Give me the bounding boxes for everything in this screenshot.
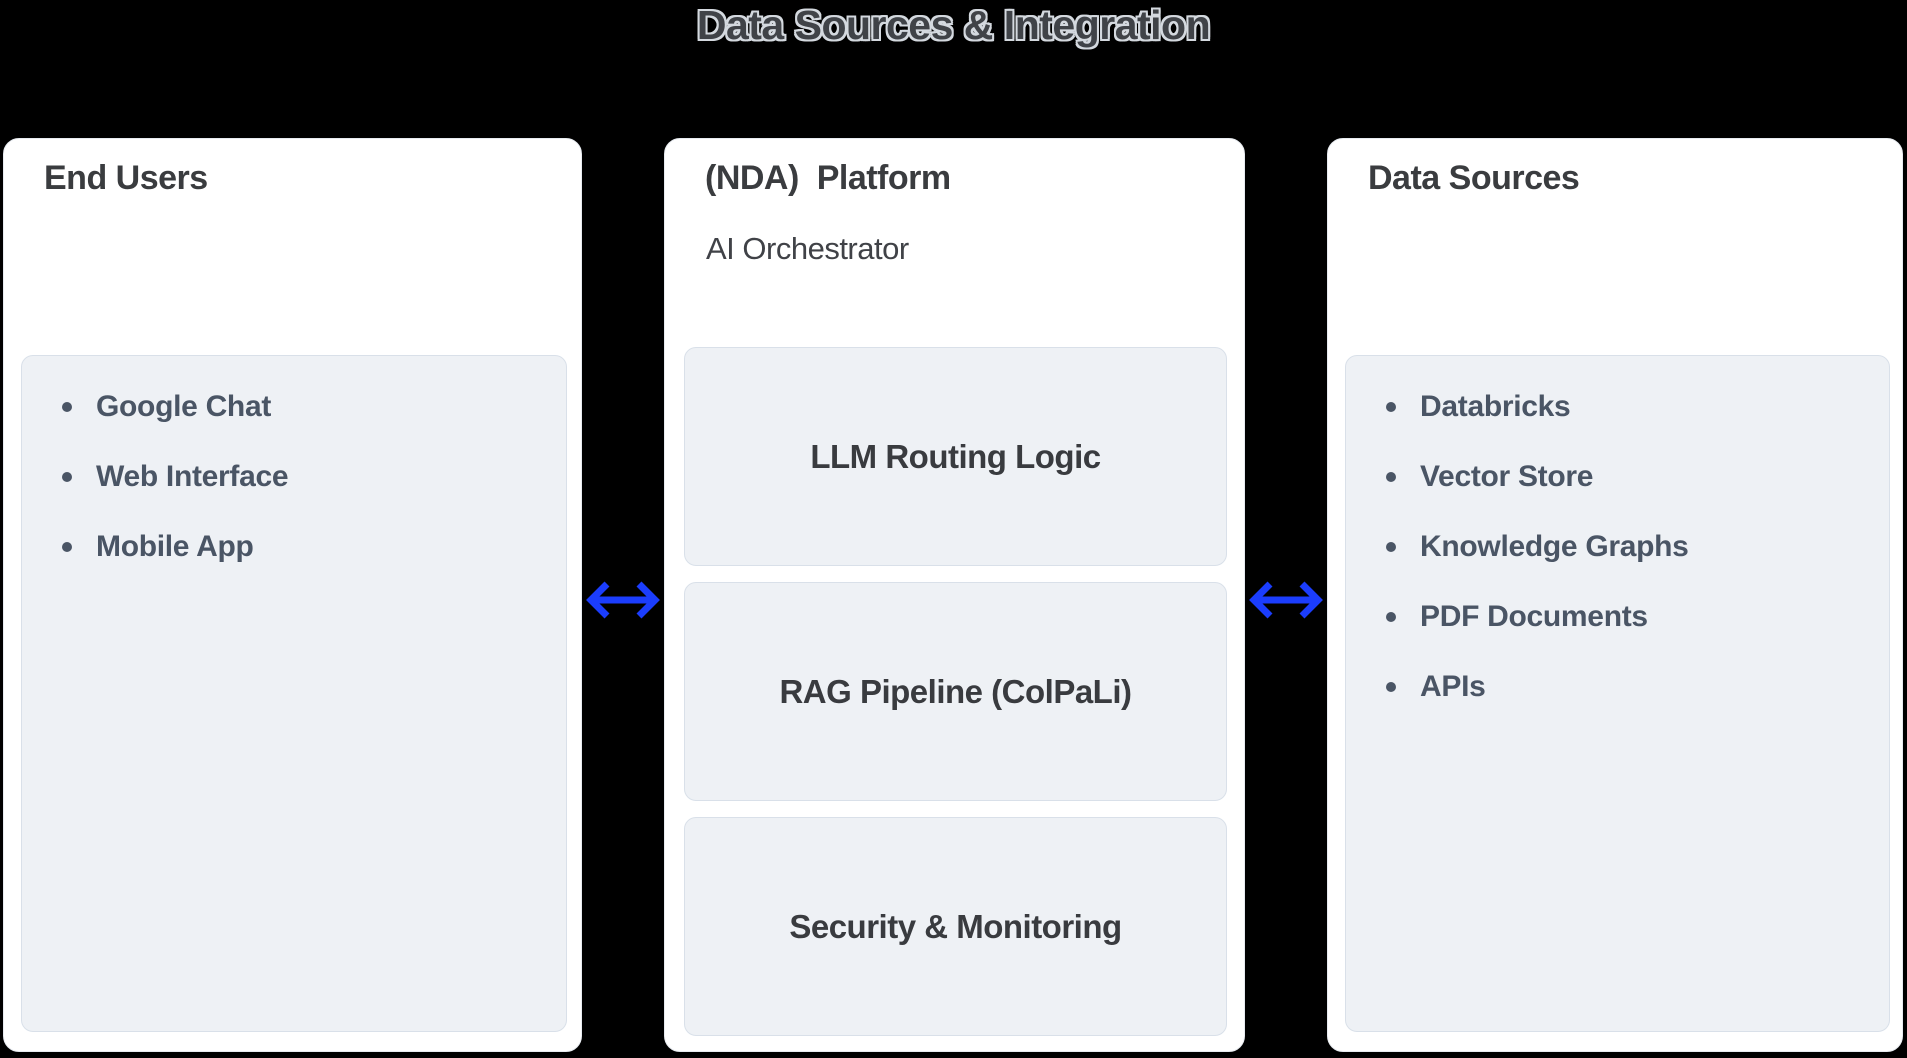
node-label: RAG Pipeline (ColPaLi) — [779, 672, 1132, 710]
panel-platform-subtitle: AI Orchestrator — [706, 231, 909, 266]
bullet-dot-icon — [1386, 542, 1396, 552]
bullet-dot-icon — [1386, 612, 1396, 622]
bullet-dot-icon — [62, 542, 72, 552]
node-label: Security & Monitoring — [789, 907, 1122, 945]
list-item-label: Google Chat — [96, 390, 272, 423]
panel-platform-title: (NDA) Platform — [705, 159, 951, 197]
list-item-label: Vector Store — [1420, 460, 1594, 493]
bidirectional-arrow-icon — [586, 581, 660, 619]
panel-end-users-title: End Users — [44, 159, 208, 197]
bullet-dot-icon — [62, 402, 72, 412]
list-item-label: Databricks — [1420, 390, 1571, 423]
panel-platform: (NDA) Platform AI Orchestrator LLM Routi… — [664, 138, 1245, 1052]
node-security-monitoring: Security & Monitoring — [684, 817, 1227, 1036]
bidirectional-arrow-icon — [1249, 581, 1323, 619]
list-item: Mobile App — [62, 512, 566, 582]
node-llm-routing: LLM Routing Logic — [684, 347, 1227, 566]
list-item-label: Web Interface — [96, 460, 289, 493]
list-item: Vector Store — [1386, 442, 1889, 512]
panel-data-sources-title: Data Sources — [1368, 159, 1580, 197]
bullet-dot-icon — [1386, 402, 1396, 412]
end-users-list: Google Chat Web Interface Mobile App — [22, 356, 566, 582]
node-rag-pipeline: RAG Pipeline (ColPaLi) — [684, 582, 1227, 801]
diagram-title: Data Sources & Integration — [696, 2, 1211, 48]
list-item: APIs — [1386, 652, 1889, 722]
bullet-dot-icon — [1386, 472, 1396, 482]
data-sources-listbox: Databricks Vector Store Knowledge Graphs… — [1345, 355, 1890, 1032]
node-label: LLM Routing Logic — [810, 437, 1101, 475]
data-sources-list: Databricks Vector Store Knowledge Graphs… — [1346, 356, 1889, 722]
bullet-dot-icon — [62, 472, 72, 482]
list-item: Databricks — [1386, 372, 1889, 442]
panel-end-users: End Users Google Chat Web Interface Mobi… — [3, 138, 582, 1052]
list-item-label: Knowledge Graphs — [1420, 530, 1689, 563]
list-item: Google Chat — [62, 372, 566, 442]
bullet-dot-icon — [1386, 682, 1396, 692]
list-item-label: APIs — [1420, 670, 1486, 703]
list-item: Knowledge Graphs — [1386, 512, 1889, 582]
list-item: PDF Documents — [1386, 582, 1889, 652]
list-item-label: Mobile App — [96, 530, 254, 563]
list-item: Web Interface — [62, 442, 566, 512]
end-users-listbox: Google Chat Web Interface Mobile App — [21, 355, 567, 1032]
panel-data-sources: Data Sources Databricks Vector Store Kno… — [1327, 138, 1903, 1052]
list-item-label: PDF Documents — [1420, 600, 1648, 633]
